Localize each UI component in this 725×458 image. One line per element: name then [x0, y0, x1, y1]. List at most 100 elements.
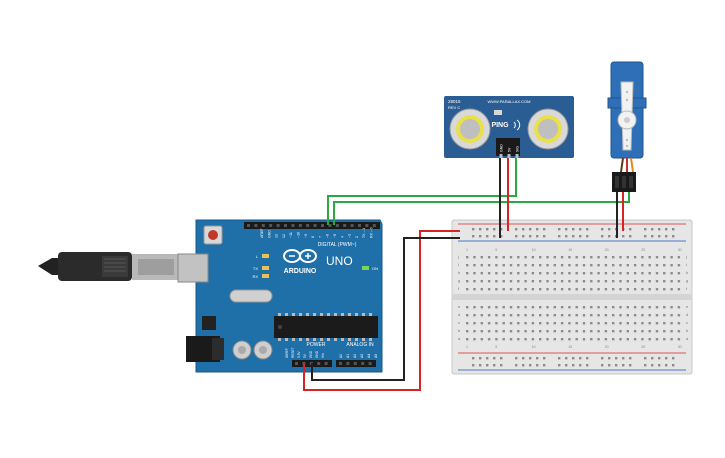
breadboard-hole — [604, 256, 608, 259]
wire-arduino-gnd[interactable] — [311, 237, 460, 381]
wire-servo-signal[interactable] — [333, 192, 630, 225]
led-l — [262, 254, 269, 258]
breadboard-hole — [553, 306, 556, 309]
breadboard-hole — [590, 264, 593, 267]
breadboard-hole — [517, 256, 520, 259]
rail-hole — [644, 235, 647, 238]
breadboard-hole — [619, 288, 622, 291]
bb-row-letter: f — [686, 286, 688, 291]
breadboard-hole — [466, 314, 469, 317]
top-pin-label: ~9 — [304, 234, 308, 238]
breadboard-hole — [590, 280, 593, 283]
breadboard-hole — [575, 314, 578, 317]
header-hole — [295, 362, 298, 365]
breadboard-hole — [539, 330, 542, 333]
rail-hole — [651, 228, 654, 231]
top-pin-label: 13 — [275, 234, 279, 238]
rail-hole — [644, 364, 647, 367]
bb-col-number: 30 — [678, 248, 682, 252]
rail-hole — [472, 235, 475, 238]
rail-hole — [601, 364, 604, 367]
breadboard-hole — [677, 306, 681, 309]
ping-pin — [499, 154, 503, 158]
breadboard-hole — [677, 272, 681, 275]
led-tx — [262, 266, 269, 270]
breadboard-hole — [509, 288, 513, 291]
breadboard-hole — [560, 256, 564, 259]
breadboard-hole — [604, 338, 608, 341]
rail-hole — [543, 357, 546, 360]
bb-row-letter: d — [458, 312, 460, 317]
usb-cable[interactable] — [38, 252, 180, 281]
breadboard-hole — [619, 264, 622, 267]
ping-pin-label: 5V — [508, 147, 512, 152]
power-pin-label: Vin — [321, 353, 325, 358]
rail-hole — [515, 364, 518, 367]
breadboard-hole — [487, 272, 491, 275]
bb-col-number: 15 — [568, 248, 572, 252]
breadboard-hole — [626, 322, 629, 325]
breadboard-hole — [641, 314, 644, 317]
breadboard-hole — [509, 338, 513, 341]
rail-hole — [615, 357, 618, 360]
rail-hole — [651, 235, 654, 238]
breadboard-hole — [502, 256, 505, 259]
chip-pins — [278, 313, 372, 341]
breadboard-hole — [473, 338, 476, 341]
rail-hole — [529, 228, 532, 231]
top-pin-label: ~11 — [289, 232, 293, 238]
breadboard-hole — [473, 288, 476, 291]
breadboard-hole — [487, 288, 491, 291]
breadboard-hole — [553, 264, 556, 267]
breadboard-hole — [670, 330, 673, 333]
servo-motor[interactable] — [607, 61, 647, 192]
voltage-regulator — [202, 316, 216, 330]
breadboard-hole — [560, 330, 564, 333]
breadboard-hole — [487, 256, 491, 259]
breadboard-hole — [619, 322, 622, 325]
breadboard-hole — [670, 322, 673, 325]
breadboard-hole — [546, 306, 549, 309]
reset-button-cap — [208, 230, 218, 240]
breadboard-hole — [604, 306, 608, 309]
breadboard-hole — [495, 280, 498, 283]
digital-header[interactable] — [244, 222, 380, 229]
breadboard-hole — [480, 330, 483, 333]
breadboard-hole — [524, 338, 527, 341]
rail-hole — [665, 364, 668, 367]
rail-hole — [629, 364, 632, 367]
top-pin-label: 2 — [355, 236, 359, 238]
breadboard-hole — [626, 272, 629, 275]
rail-hole — [500, 228, 503, 231]
rail-hole — [529, 364, 532, 367]
breadboard-hole — [568, 322, 571, 325]
usb-cable-end — [38, 258, 58, 275]
breadboard-hole — [626, 338, 629, 341]
header-hole — [276, 224, 280, 227]
rail-hole — [608, 357, 611, 360]
breadboard-hole — [575, 322, 578, 325]
rail-hole — [500, 235, 503, 238]
breadboard-hole — [524, 322, 527, 325]
breadboard-hole — [655, 314, 659, 317]
header-hole — [291, 224, 295, 227]
arduino-uno-board[interactable]: L TX RX ON ARDUINO UNO DIGITAL (PWM~) PO… — [177, 219, 383, 373]
header-hole — [313, 224, 317, 227]
reset-button[interactable] — [203, 225, 223, 245]
breadboard-hole — [568, 306, 571, 309]
breadboard-hole — [604, 272, 608, 275]
servo-horn — [617, 81, 637, 151]
breadboard-hole — [582, 272, 586, 275]
ping-pin-label: GND — [500, 144, 504, 152]
breadboard-hole — [597, 306, 600, 309]
breadboard-hole — [641, 288, 644, 291]
breadboard-hole — [597, 280, 600, 283]
rail-hole — [672, 235, 675, 238]
wire-arduino-5v[interactable] — [303, 230, 460, 391]
breadboard-hole — [641, 322, 644, 325]
bb-col-number: 25 — [641, 248, 645, 252]
wire-ping-signal[interactable] — [327, 158, 517, 225]
